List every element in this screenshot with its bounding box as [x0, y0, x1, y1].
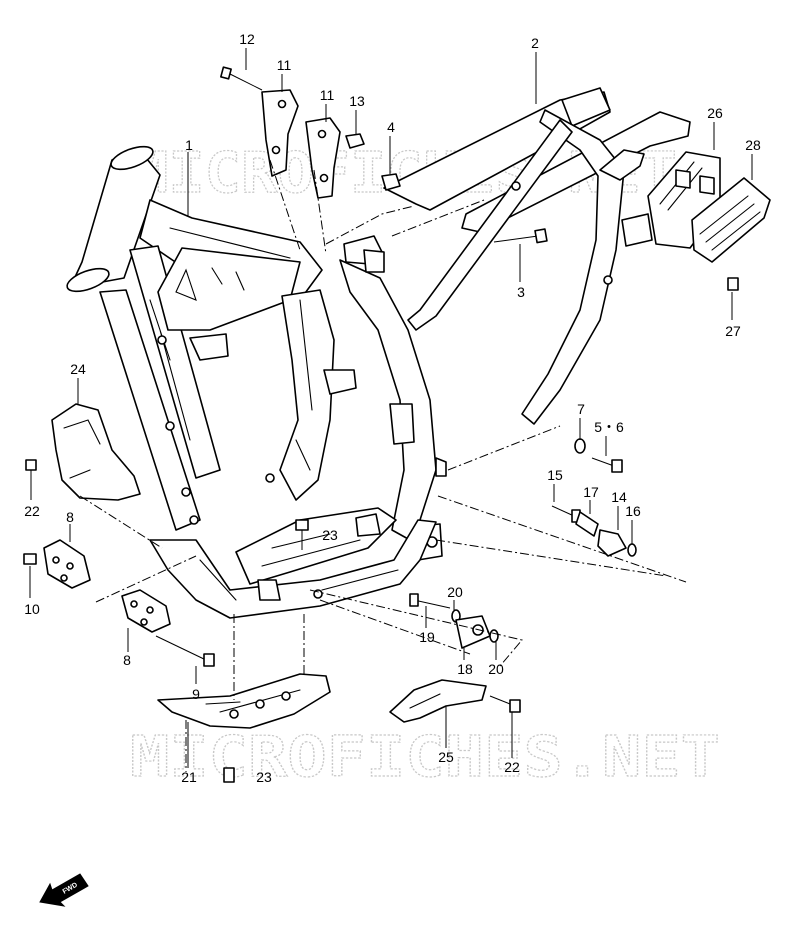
rear-subframe — [383, 87, 691, 425]
callout-3: 3 — [517, 284, 525, 300]
callout-7: 7 — [577, 401, 585, 417]
callout-26: 26 — [707, 105, 723, 121]
bolt-23b — [223, 767, 235, 783]
callout-27: 27 — [725, 323, 741, 339]
callout-12: 12 — [239, 31, 255, 47]
callout-10: 10 — [24, 601, 40, 617]
collar-17 — [575, 511, 599, 537]
bolt-5-6 — [591, 457, 623, 473]
washer-20b — [489, 629, 499, 643]
callout-18: 18 — [457, 661, 473, 677]
callout-20a: 20 — [447, 584, 463, 600]
callout-1: 1 — [185, 137, 193, 153]
roller-18 — [455, 615, 491, 649]
nut-4 — [381, 173, 401, 191]
bolt-10 — [23, 553, 37, 565]
callout-11a: 11 — [277, 57, 292, 73]
washer-16 — [627, 543, 637, 557]
regulator-unit — [691, 177, 771, 263]
callout-23a: 23 — [322, 527, 338, 543]
callout-13: 13 — [349, 93, 365, 109]
plate-8-upper — [43, 539, 91, 589]
callout-25: 25 — [438, 749, 454, 765]
bolt-9 — [155, 635, 215, 667]
bolt-15 — [551, 505, 581, 523]
plate-8-lower — [121, 589, 171, 633]
callout-21: 21 — [181, 769, 197, 785]
guard-25 — [389, 679, 487, 723]
callout-9: 9 — [192, 686, 200, 702]
callout-17: 17 — [583, 484, 599, 500]
skid-plate-21 — [157, 673, 331, 729]
callout-8a: 8 — [66, 509, 74, 525]
main-frame — [66, 145, 447, 619]
cushion-14 — [597, 529, 627, 557]
callout-19: 19 — [419, 629, 435, 645]
bolt-22b — [489, 695, 521, 713]
nut-13 — [345, 133, 365, 149]
bolt-22a — [25, 459, 37, 471]
bolt-23a — [295, 519, 309, 550]
callout-28: 28 — [745, 137, 761, 153]
bolt-3 — [493, 228, 548, 244]
callout-15: 15 — [547, 467, 563, 483]
callout-23b: 23 — [256, 769, 272, 785]
callout-22b: 22 — [504, 759, 520, 775]
callout-8b: 8 — [123, 652, 131, 668]
fwd-arrow-icon: FWD — [39, 873, 89, 907]
assembly-lines — [79, 159, 687, 772]
callout-22a: 22 — [24, 503, 40, 519]
bolt-12 — [220, 66, 263, 91]
callout-labels: 12 11 11 13 2 1 4 26 28 3 27 24 22 7 5・6… — [24, 31, 761, 785]
callout-11b: 11 — [320, 87, 335, 103]
watermark-bottom: MICROFICHES.NET — [130, 725, 720, 790]
bracket-11-right — [305, 117, 341, 199]
callout-2: 2 — [531, 35, 539, 51]
callout-4: 4 — [387, 119, 395, 135]
callout-5-6: 5・6 — [594, 419, 624, 435]
callout-24: 24 — [70, 361, 86, 377]
bolt-19 — [409, 593, 451, 609]
guard-24 — [51, 403, 141, 501]
callout-14: 14 — [611, 489, 627, 505]
bolt-27 — [727, 277, 739, 291]
callout-16: 16 — [625, 503, 641, 519]
leader-lines — [29, 48, 753, 768]
callout-20b: 20 — [488, 661, 504, 677]
bracket-11-left — [261, 89, 299, 177]
washer-7 — [574, 438, 586, 454]
